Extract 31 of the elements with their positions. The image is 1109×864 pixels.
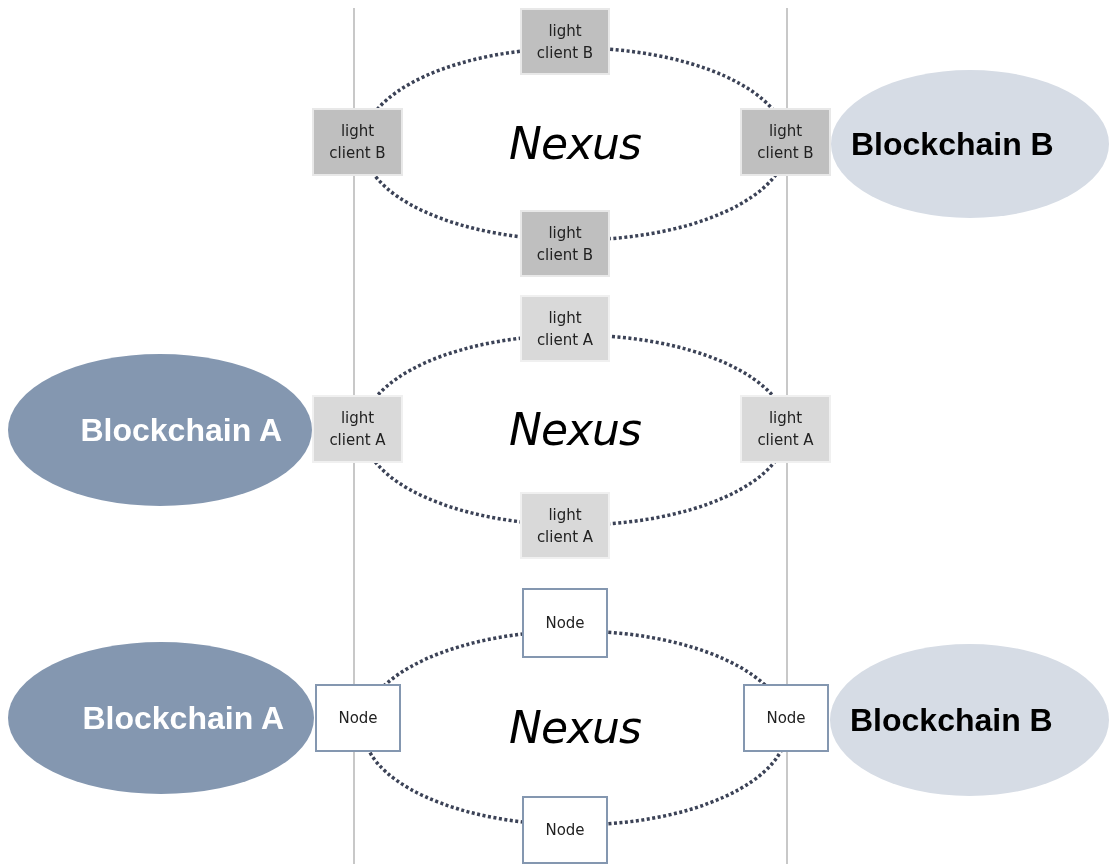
light-client-box xyxy=(520,295,610,362)
light-client-box xyxy=(740,108,831,176)
box-label: Node xyxy=(766,708,806,729)
box-label: Node xyxy=(338,708,378,729)
box-label: light client B xyxy=(328,121,387,164)
box-label: light client A xyxy=(535,307,595,351)
light-client-box xyxy=(312,395,403,463)
blockchain-label: Blockchain A xyxy=(82,699,284,738)
light-client-box xyxy=(520,8,610,75)
box-label: light client A xyxy=(535,504,595,548)
light-client-box xyxy=(740,395,831,463)
node-box xyxy=(743,684,829,752)
blockchain-label: Blockchain B xyxy=(850,701,1053,740)
box-label: light client B xyxy=(756,121,815,164)
box-label: light client A xyxy=(328,408,387,451)
node-box xyxy=(315,684,401,752)
light-client-box xyxy=(312,108,403,176)
box-label: Node xyxy=(545,613,585,634)
node-box xyxy=(522,588,608,658)
box-label: light client B xyxy=(535,222,595,266)
ring-title: Nexus xyxy=(509,122,641,166)
blockchain-label: Blockchain B xyxy=(851,125,1054,164)
box-label: light client A xyxy=(756,408,815,451)
ring-title: Nexus xyxy=(509,706,641,750)
light-client-box xyxy=(520,492,610,559)
box-label: Node xyxy=(545,820,585,841)
blockchain-label: Blockchain A xyxy=(80,411,282,450)
light-client-box xyxy=(520,210,610,277)
ring-title: Nexus xyxy=(509,408,641,452)
box-label: light client B xyxy=(535,20,595,64)
node-box xyxy=(522,796,608,864)
